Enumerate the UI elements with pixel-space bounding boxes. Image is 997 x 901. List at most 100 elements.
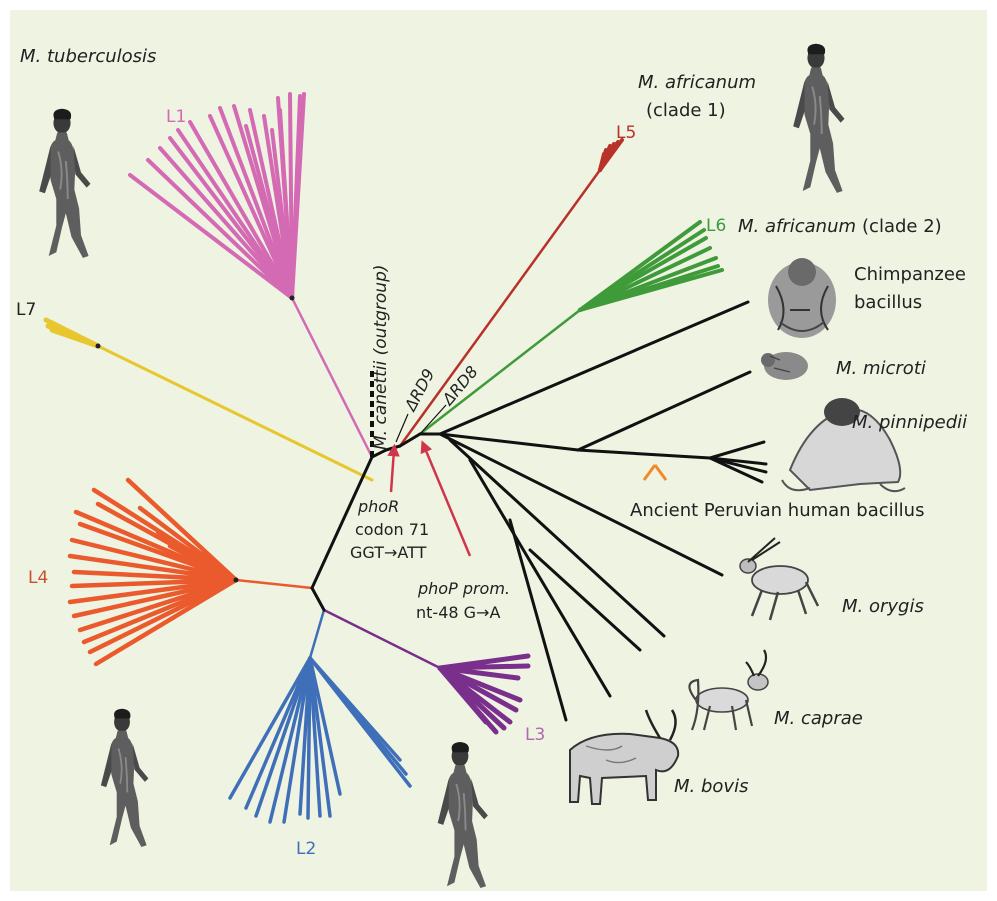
phylogenetic-tree: M. tuberculosis L1 L7 L4 L2 L3 L5 L6 M. … — [16, 42, 967, 889]
human-figure-icon — [792, 42, 846, 194]
L1-tip — [208, 114, 294, 300]
africanum-clade2-label: M. africanum(clade 2) — [738, 216, 942, 237]
pinnipedii-branch — [576, 448, 712, 460]
lineage-L3-branches — [322, 608, 531, 735]
lineage-L3-label: L3 — [525, 725, 545, 745]
lineage-L5-branches — [398, 138, 624, 448]
L4-stem — [234, 578, 314, 590]
caprae-branch — [468, 458, 612, 698]
human-figure-icon — [38, 107, 92, 259]
chimpanzee-bacillus-label-line2: bacillus — [854, 292, 922, 313]
phor-gene-label: phoR — [357, 497, 399, 516]
L1-tip — [244, 124, 294, 300]
backbone-branch — [310, 586, 326, 612]
rd9-label: ΔRD9 — [400, 366, 439, 416]
peruvian-marker-arrow — [642, 464, 668, 481]
phop-mutation-arrow — [420, 440, 472, 557]
L5-stem — [398, 168, 602, 448]
vole-icon — [761, 352, 808, 380]
lineage-L7-branches — [43, 317, 374, 482]
L7-stem — [96, 344, 374, 482]
L2-tip — [244, 656, 312, 810]
L6-tip — [578, 268, 724, 312]
rd8-pointer — [419, 404, 447, 435]
lineage-L6-label: L6 — [706, 216, 726, 236]
tree-node — [289, 295, 295, 301]
L4-tip — [71, 569, 239, 583]
lineage-L4-branches — [67, 477, 314, 667]
lineage-L4-label: L4 — [28, 568, 48, 588]
L4-tip — [69, 577, 239, 589]
human-figure-icon — [99, 707, 150, 848]
m-tuberculosis-label: M. tuberculosis — [20, 46, 156, 67]
phor-mutation-arrow — [387, 443, 400, 493]
animal-internal-branch — [438, 432, 580, 452]
phor-change-label: GGT→ATT — [350, 543, 427, 562]
oryx-icon — [739, 537, 820, 621]
microti-branch — [576, 370, 752, 452]
L2-tip — [228, 656, 312, 800]
L2-tip — [308, 656, 332, 818]
m-caprae-label: M. caprae — [774, 708, 863, 729]
phop-change-label: nt-48 G→A — [416, 603, 500, 622]
L4-tip — [193, 563, 239, 583]
L6-stem — [418, 308, 582, 436]
phylogeny-figure: M. tuberculosis L1 L7 L4 L2 L3 L5 L6 M. … — [10, 10, 987, 891]
cow-icon — [569, 709, 680, 805]
L2-tip — [254, 656, 312, 818]
chimpanzee-bacillus-label-line1: Chimpanzee — [854, 264, 966, 285]
animal-internal-branch — [528, 548, 642, 652]
backbone-branch — [398, 432, 422, 448]
africanum-clade1-label: (clade 1) — [646, 100, 726, 121]
m-bovis-label: M. bovis — [674, 776, 748, 797]
L4-tip — [93, 577, 239, 667]
human-figure-icon — [436, 741, 489, 889]
L4-tip — [125, 477, 239, 583]
pinnipedii-tip — [708, 456, 768, 474]
orygis-branch — [438, 432, 724, 577]
L2-tip — [282, 656, 312, 824]
seal-icon — [781, 398, 906, 493]
ancient-peruvian-label: Ancient Peruvian human bacillus — [630, 500, 924, 521]
lineage-L5-label: L5 — [616, 123, 636, 143]
L1-tip — [290, 92, 306, 300]
animal-lineage-branches — [95, 295, 768, 722]
tree-node — [95, 343, 101, 349]
L2-tip — [306, 656, 312, 820]
tree-node — [233, 577, 239, 583]
L1-tip — [146, 158, 294, 300]
m-pinnipedii-label: M. pinnipedii — [852, 412, 967, 433]
phop-gene-label: phoP prom. — [417, 579, 510, 598]
lineage-L7-label: L7 — [16, 300, 36, 320]
L1-tip — [218, 106, 294, 300]
L3-tip — [437, 665, 521, 681]
L2-stem — [308, 608, 326, 660]
lineage-L2-label: L2 — [296, 839, 316, 859]
bovis-branch — [508, 518, 568, 722]
L1-tip — [158, 146, 294, 300]
rd9-pointer — [395, 413, 409, 443]
pinnipedii-tip — [708, 456, 764, 484]
backbone-branch — [310, 455, 374, 590]
lineage-L2-branches — [228, 608, 412, 824]
L5-tip — [598, 152, 606, 172]
chimpanzee-icon — [768, 258, 836, 338]
L1-tip — [278, 108, 294, 300]
L4-tip — [67, 577, 239, 605]
africanum-clade1-species-label: M. africanum — [638, 72, 756, 93]
canettii-label: M. canettii (outgroup) — [371, 264, 391, 450]
L3-stem — [322, 608, 442, 670]
L1-tip — [176, 128, 294, 300]
m-microti-label: M. microti — [836, 358, 926, 379]
L4-tip — [67, 553, 239, 583]
pinnipedii-tip — [708, 440, 766, 460]
goat-icon — [688, 649, 769, 731]
L4-tip — [69, 537, 239, 583]
L1-tip — [128, 173, 294, 300]
L7-tip — [49, 327, 101, 349]
lineage-L1-branches — [128, 92, 374, 459]
L1-stem — [290, 296, 374, 459]
L4-tip — [71, 577, 239, 619]
L2-tip — [308, 656, 412, 788]
L2-tip — [308, 656, 342, 796]
